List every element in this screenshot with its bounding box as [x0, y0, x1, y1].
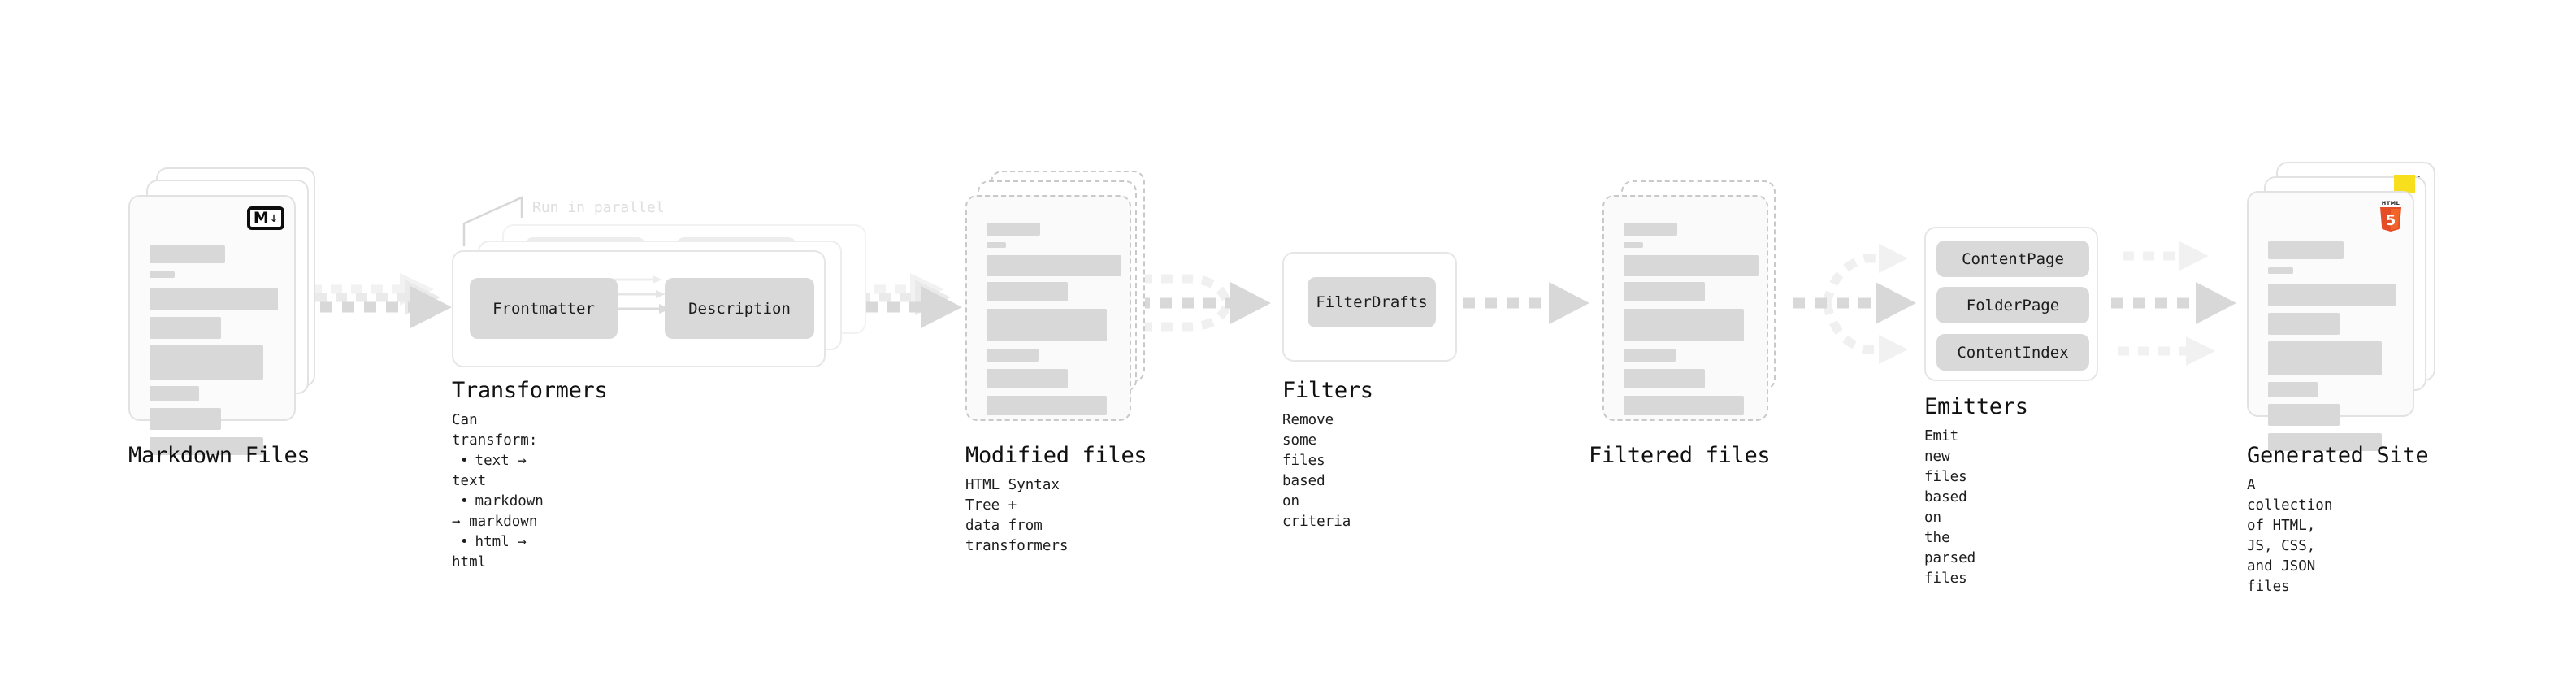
transformer-inner-arrows [611, 275, 671, 314]
arrow-markdown-to-transformers [310, 273, 452, 328]
transformer-chip-description[interactable]: Description [665, 278, 814, 339]
site-card-front: HTML 5 [2247, 191, 2414, 451]
filter-chip-filterdrafts[interactable]: FilterDrafts [1308, 277, 1436, 327]
emitter-chip-folderpage[interactable]: FolderPage [1936, 287, 2089, 323]
filters-caption: Remove some files based on criteria [1282, 412, 1351, 530]
transformers-box: Frontmatter Description [452, 250, 826, 367]
markdown-icon: M ↓ [247, 206, 284, 230]
arrow-filtered-to-emitters [1793, 244, 1916, 364]
arrow-filters-to-filtered [1463, 282, 1589, 324]
emitters-title: Emitters [1924, 394, 2028, 419]
emitters-box: ContentPage FolderPage ContentIndex [1924, 227, 2098, 381]
transformer-chip-frontmatter[interactable]: Frontmatter [470, 278, 618, 339]
generated-site-title: Generated Site [2247, 443, 2429, 468]
javascript-icon [2394, 175, 2415, 193]
modified-files-title: Modified files [965, 443, 1147, 468]
transformers-caption-heading: Can transform: [452, 412, 538, 449]
filters-title: Filters [1282, 378, 1373, 403]
transformers-title: Transformers [452, 378, 608, 403]
transformers-caption: Can transform: text → text markdown → ma… [452, 410, 544, 573]
emitters-caption: Emit new files based on the parsed files [1924, 428, 1976, 587]
modified-card-front [965, 195, 1131, 421]
emitter-chip-contentindex[interactable]: ContentIndex [1936, 334, 2089, 371]
transformers-bullet-2: html → html [452, 532, 544, 573]
filters-box: FilterDrafts [1282, 252, 1457, 362]
filtered-card-front [1602, 195, 1768, 421]
html5-icon: HTML 5 [2379, 201, 2403, 232]
transformers-bullet-0: text → text [452, 451, 544, 492]
markdown-files-title: Markdown Files [128, 443, 310, 468]
generated-site-caption: A collection of HTML, JS, CSS, and JSON … [2247, 477, 2333, 595]
markdown-card-front: M ↓ [128, 195, 296, 455]
modified-files-caption: HTML Syntax Tree + data from transformer… [965, 477, 1069, 554]
emitter-chip-contentpage[interactable]: ContentPage [1936, 241, 2089, 277]
arrow-emitters-to-site [2111, 241, 2236, 366]
transformers-bullet-1: markdown → markdown [452, 492, 544, 532]
run-in-parallel-label: Run in parallel [532, 199, 665, 216]
filtered-files-title: Filtered files [1589, 443, 1771, 468]
svg-text:5: 5 [2386, 212, 2396, 229]
arrow-modified-to-filters [1138, 274, 1271, 332]
html5-shield: 5 [2380, 206, 2401, 232]
